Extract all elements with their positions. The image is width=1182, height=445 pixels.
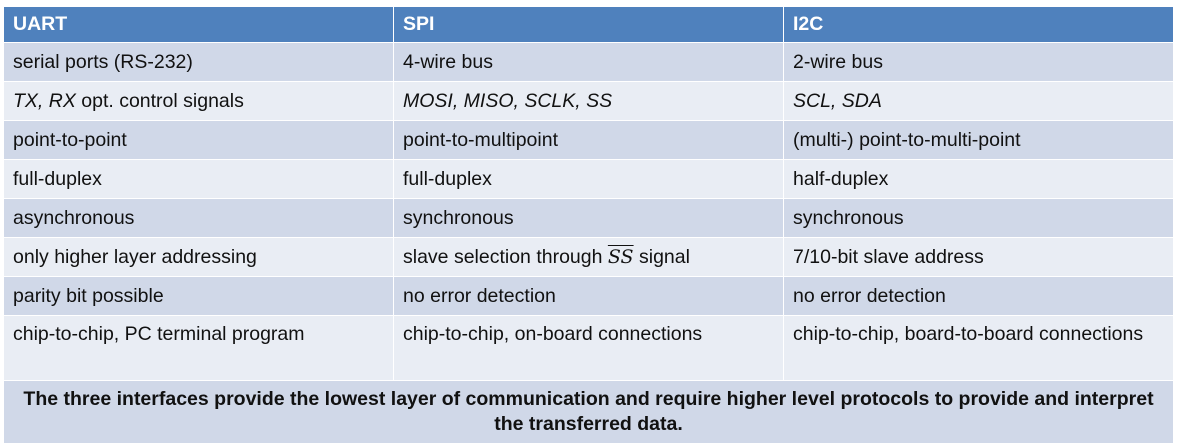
header-uart: UART: [3, 6, 394, 43]
signal-names-rest: opt. control signals: [75, 89, 244, 112]
cell-i2c: SCL, SDA: [783, 81, 1174, 121]
table-row: asynchronous synchronous synchronous: [3, 198, 1174, 238]
table-row: only higher layer addressing slave selec…: [3, 237, 1174, 277]
serial-interface-comparison-table: UART SPI I2C serial ports (RS-232) 4-wir…: [3, 6, 1174, 444]
table-body: serial ports (RS-232) 4-wire bus 2-wire …: [3, 42, 1174, 444]
cell-uart: chip-to-chip, PC terminal program: [3, 315, 394, 381]
cell-uart: asynchronous: [3, 198, 394, 238]
cell-i2c: 2-wire bus: [783, 42, 1174, 82]
cell-uart: serial ports (RS-232): [3, 42, 394, 82]
cell-uart: full-duplex: [3, 159, 394, 199]
comparison-table-wrapper: UART SPI I2C serial ports (RS-232) 4-wir…: [3, 6, 1174, 444]
cell-i2c: chip-to-chip, board-to-board connections: [783, 315, 1174, 381]
cell-spi: slave selection through SS signal: [393, 237, 784, 277]
cell-uart: TX, RX opt. control signals: [3, 81, 394, 121]
cell-uart: only higher layer addressing: [3, 237, 394, 277]
table-row: parity bit possible no error detection n…: [3, 276, 1174, 316]
header-spi: SPI: [393, 6, 784, 43]
ss-overline-symbol: SS: [607, 245, 634, 268]
cell-i2c: synchronous: [783, 198, 1174, 238]
summary-note: The three interfaces provide the lowest …: [3, 380, 1174, 444]
cell-uart: parity bit possible: [3, 276, 394, 316]
table-row: TX, RX opt. control signals MOSI, MISO, …: [3, 81, 1174, 121]
cell-uart: point-to-point: [3, 120, 394, 160]
cell-spi: point-to-multipoint: [393, 120, 784, 160]
ss-text-after: signal: [633, 245, 690, 268]
header-row: UART SPI I2C: [3, 6, 1174, 43]
cell-spi: synchronous: [393, 198, 784, 238]
ss-text-before: slave selection through: [403, 245, 608, 268]
table-header: UART SPI I2C: [3, 6, 1174, 43]
table-row: serial ports (RS-232) 4-wire bus 2-wire …: [3, 42, 1174, 82]
table-row: full-duplex full-duplex half-duplex: [3, 159, 1174, 199]
cell-i2c: no error detection: [783, 276, 1174, 316]
cell-i2c: 7/10-bit slave address: [783, 237, 1174, 277]
cell-i2c: (multi-) point-to-multi-point: [783, 120, 1174, 160]
cell-spi: full-duplex: [393, 159, 784, 199]
cell-i2c: half-duplex: [783, 159, 1174, 199]
table-row: chip-to-chip, PC terminal program chip-t…: [3, 315, 1174, 381]
summary-row: The three interfaces provide the lowest …: [3, 380, 1174, 444]
table-row: point-to-point point-to-multipoint (mult…: [3, 120, 1174, 160]
header-i2c: I2C: [783, 6, 1174, 43]
cell-spi: MOSI, MISO, SCLK, SS: [393, 81, 784, 121]
signal-names-italic: TX, RX: [13, 89, 76, 112]
cell-spi: 4-wire bus: [393, 42, 784, 82]
cell-spi: no error detection: [393, 276, 784, 316]
cell-spi: chip-to-chip, on-board connections: [393, 315, 784, 381]
